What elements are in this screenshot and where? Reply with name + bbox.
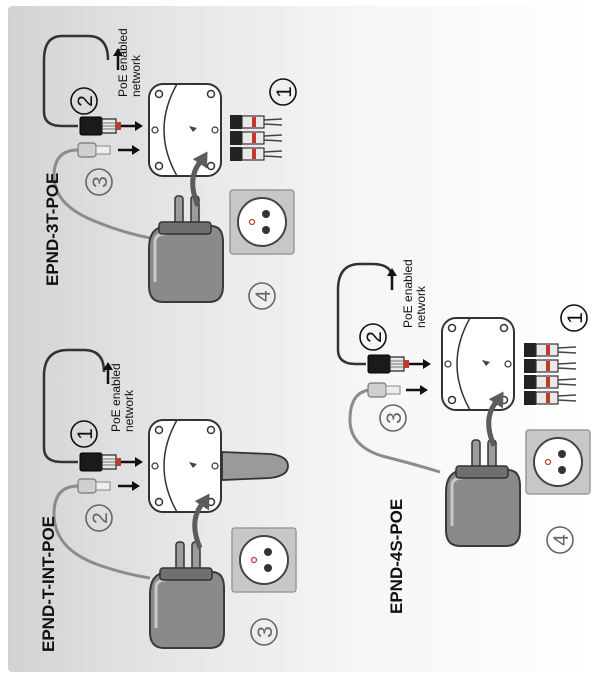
network-label-line1: PoE enabled [109,363,123,432]
callout-number: 4 [550,534,573,546]
power-socket-icon [231,527,297,593]
connection-arrow-icon [116,479,142,493]
network-label-line2: network [122,389,136,432]
connection-arrow-icon [404,383,430,397]
power-cable [52,148,151,240]
network-label-line1: PoE enabled [116,28,130,97]
device-housing [148,83,222,177]
callout-circle [70,420,98,448]
connection-arrow-icon [116,143,142,157]
probe-connector-icon [229,146,283,162]
network-label-line2: network [414,285,428,328]
power-cable [52,484,151,580]
network-label-line2: network [129,54,143,97]
antenna-icon [221,451,289,481]
callout-circle [546,526,574,554]
device-housing [148,419,222,513]
callout-number: 2 [363,331,386,343]
connection-arrow-icon [407,357,433,371]
power-jack-icon [77,142,111,158]
group-epnd-4s-poe: EPND-4S-POE PoE enabled network 2 1 3 4 [336,259,591,614]
probe-connector-icon [229,114,283,130]
callout-number: 2 [74,95,97,107]
callout-number: 1 [273,86,296,98]
callout-number: 3 [89,176,112,188]
callout-number: 3 [383,412,406,424]
callout-circle [379,404,407,432]
callout-number: 2 [89,512,112,524]
callout-circle [269,78,297,106]
connection-arrow-icon [119,455,145,469]
callout-number: 1 [564,312,587,324]
ethernet-plug-icon [79,452,122,472]
power-adapter-icon [147,194,225,304]
power-socket-icon [229,189,295,255]
group-epnd-t-int-poe: EPND-T-INT-POE PoE enabled network 1 2 3 [39,348,297,652]
network-arrow-icon [385,266,399,292]
network-label-line1: PoE enabled [401,259,415,328]
probe-connector-icon [523,342,577,358]
power-jack-icon [367,382,401,398]
group-epnd-3t-poe: EPND-3T-POE PoE enabled network 2 1 3 4 [42,28,297,310]
ethernet-plug-icon [367,354,410,374]
callout-circle [70,87,98,115]
power-socket-icon [525,429,591,495]
power-adapter-icon [444,438,522,548]
callout-number: 1 [74,428,97,440]
model-title: EPND-3T-POE [43,173,62,286]
network-cable [42,34,110,128]
power-jack-icon [77,478,111,494]
callout-circle [359,323,387,351]
ethernet-plug-icon [79,116,122,136]
probe-connector-icon [229,130,283,146]
callout-circle [250,618,278,646]
callout-number: 3 [254,626,277,638]
model-title: EPND-T-INT-POE [39,516,58,652]
callout-number: 4 [252,290,275,302]
probe-connector-icon [523,358,577,374]
callout-circle [85,504,113,532]
callout-circle [560,304,588,332]
power-adapter-icon [148,540,226,650]
callout-circle [248,282,276,310]
probe-connector-icon [523,390,577,406]
callout-circle [85,168,113,196]
probe-connector-icon [523,374,577,390]
network-cable [42,348,106,464]
power-cable [348,388,441,474]
model-title: EPND-4S-POE [387,499,406,614]
network-cable [336,262,394,366]
connection-arrow-icon [119,119,145,133]
